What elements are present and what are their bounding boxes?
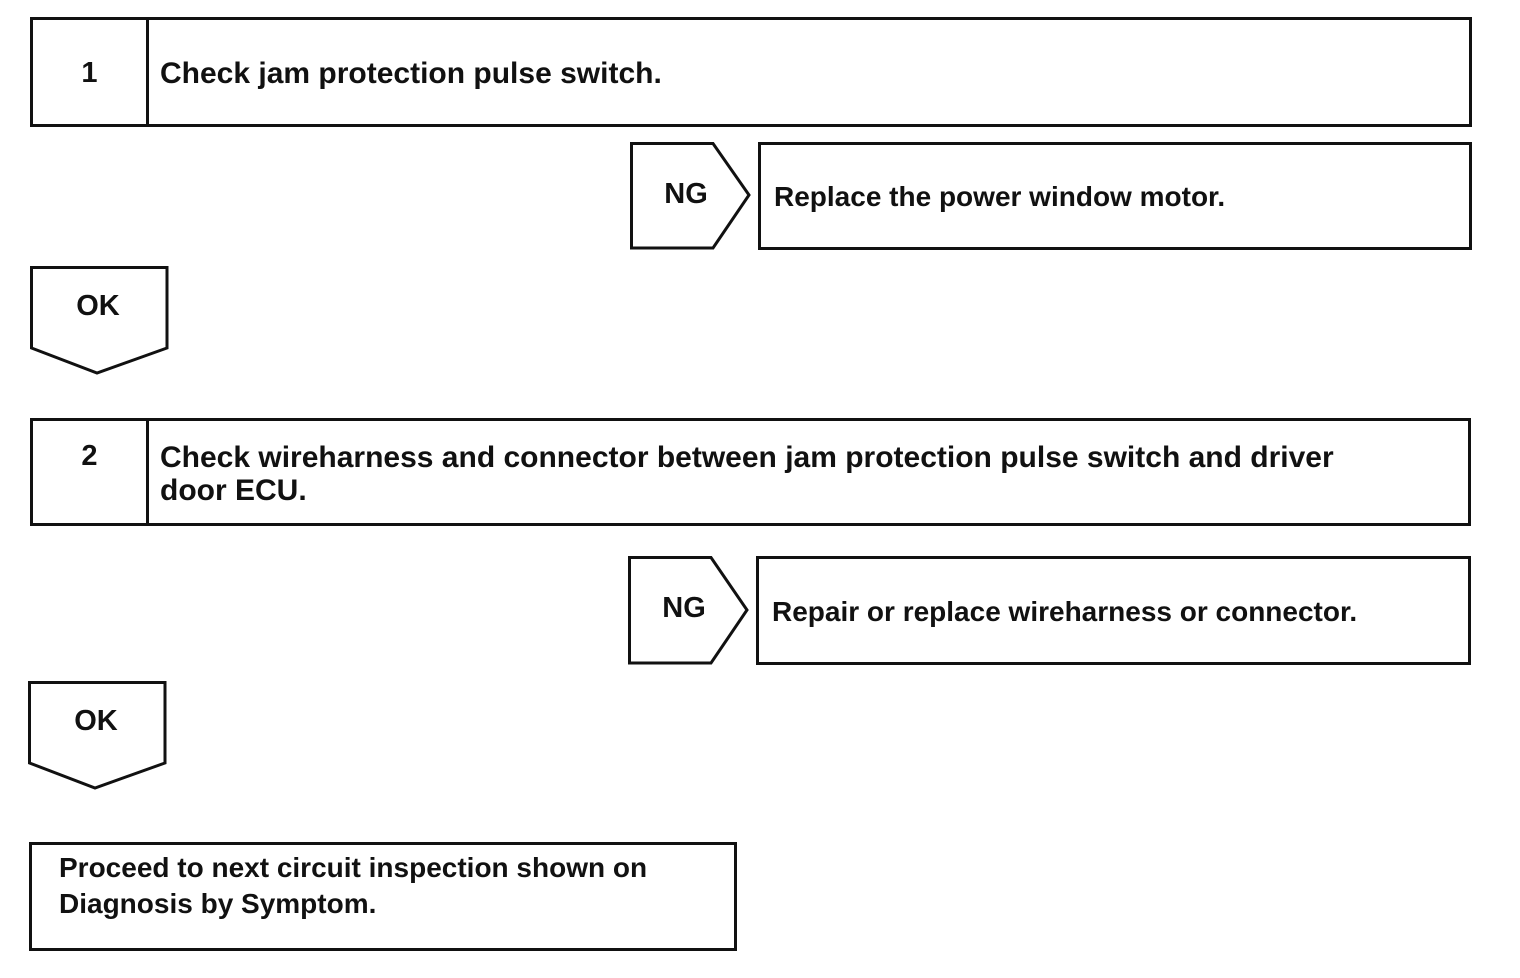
step-2-ng-label: NG: [662, 592, 706, 624]
step-2-ng-marker: NG: [628, 556, 750, 665]
step-2-ok-marker: OK: [28, 681, 168, 791]
step-1-ng-label: NG: [664, 178, 708, 210]
step-1-number: 1: [33, 20, 149, 124]
step-2-text: Check wireharness and connector between …: [160, 441, 1334, 507]
step-1-ok-label: OK: [76, 290, 120, 322]
step-1-text: Check jam protection pulse switch.: [160, 56, 662, 90]
ng-arrow-shape: [628, 556, 749, 665]
ng-arrow-shape: [630, 142, 751, 250]
final-instruction-box: Proceed to next circuit inspection shown…: [29, 842, 737, 951]
step-2-ok-label: OK: [74, 705, 118, 737]
step-1-ng-action-text: Replace the power window motor.: [774, 181, 1226, 212]
step-1-ok-marker: OK: [30, 266, 170, 376]
step-1-ng-action-box: Replace the power window motor.: [758, 142, 1472, 250]
step-2-box: 2 Check wireharness and connector betwee…: [30, 418, 1471, 526]
step-1-box: 1 Check jam protection pulse switch.: [30, 17, 1472, 127]
final-instruction-text: Proceed to next circuit inspection shown…: [59, 852, 648, 919]
step-2-ng-action-text: Repair or replace wireharness or connect…: [772, 596, 1358, 627]
step-2-ng-action-box: Repair or replace wireharness or connect…: [756, 556, 1471, 665]
ok-arrow-shape: [28, 681, 167, 790]
ok-arrow-shape: [30, 266, 169, 375]
step-2-number: 2: [33, 421, 149, 523]
step-1-ng-marker: NG: [630, 142, 752, 250]
